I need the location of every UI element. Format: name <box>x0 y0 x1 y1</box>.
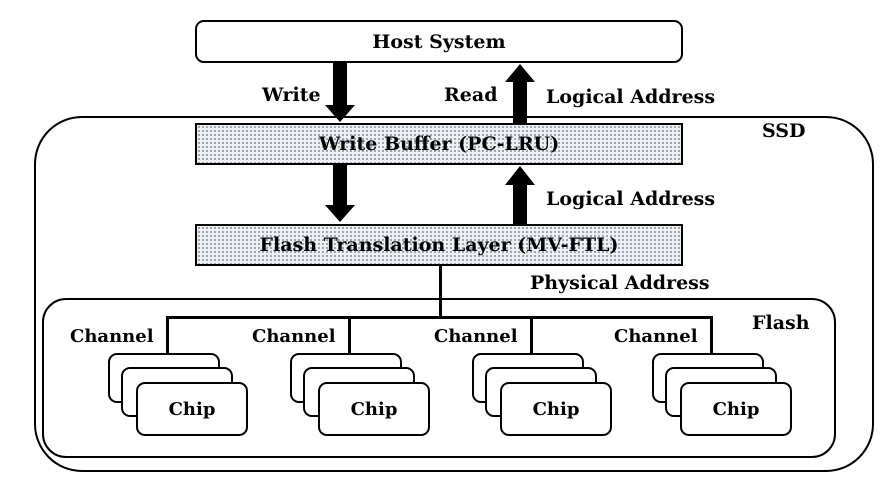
write-arrow-icon <box>325 63 355 122</box>
channel-label: Channel <box>252 326 336 347</box>
host-system-box: Host System <box>195 20 683 63</box>
channel-label: Channel <box>70 326 154 347</box>
write-buffer-label: Write Buffer (PC-LRU) <box>318 133 560 155</box>
ssd-label: SSD <box>762 120 806 142</box>
chip-front: Chip <box>136 382 248 436</box>
channel-drop-line <box>710 316 713 354</box>
channel-bus <box>166 316 712 319</box>
buffer-to-ftl-arrow-icon <box>325 165 355 222</box>
write-label: Write <box>262 84 321 106</box>
logical-address-mid-label: Logical Address <box>546 188 716 210</box>
channel-label: Channel <box>434 326 518 347</box>
channel-drop-line <box>166 316 169 354</box>
logical-address-top-label: Logical Address <box>546 86 716 108</box>
channel-drop-line <box>348 316 351 354</box>
chip-label: Chip <box>712 398 760 420</box>
write-buffer-box: Write Buffer (PC-LRU) <box>195 123 683 165</box>
chip-label: Chip <box>532 398 580 420</box>
chip-front: Chip <box>680 382 792 436</box>
ftl-label: Flash Translation Layer (MV-FTL) <box>259 234 619 256</box>
flash-label: Flash <box>752 312 810 334</box>
ftl-box: Flash Translation Layer (MV-FTL) <box>195 224 683 266</box>
chip-label: Chip <box>350 398 398 420</box>
ftl-to-buffer-arrow-icon <box>505 166 535 225</box>
read-label: Read <box>444 84 498 106</box>
host-system-label: Host System <box>372 30 506 53</box>
read-arrow-icon <box>505 64 535 124</box>
chip-label: Chip <box>168 398 216 420</box>
chip-front: Chip <box>318 382 430 436</box>
ssd-container <box>34 116 874 472</box>
flash-container <box>42 298 836 458</box>
chip-front: Chip <box>500 382 612 436</box>
channel-label: Channel <box>614 326 698 347</box>
ftl-to-bus-connector <box>439 266 442 318</box>
physical-address-label: Physical Address <box>530 272 710 294</box>
channel-drop-line <box>530 316 533 354</box>
